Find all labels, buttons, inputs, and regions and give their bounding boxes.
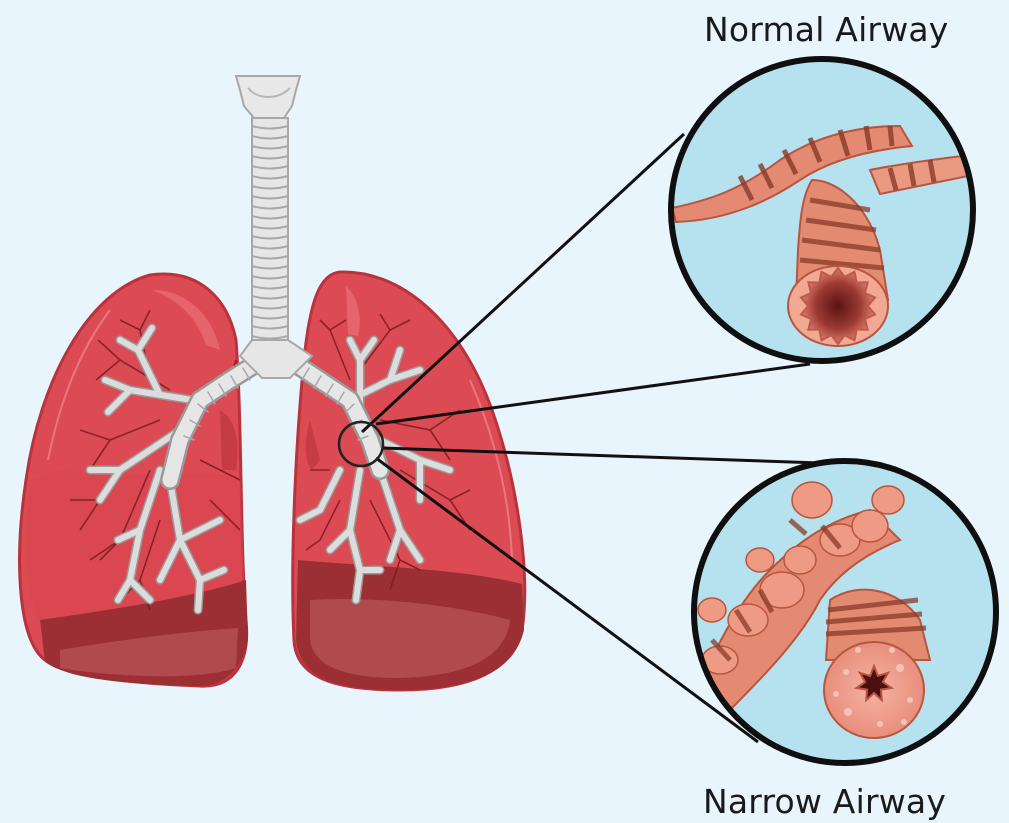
normal-airway-label: Normal Airway (704, 10, 949, 49)
left-lung (20, 274, 248, 686)
narrow-airway-label: Narrow Airway (703, 782, 946, 821)
narrow-airway-inset (694, 461, 996, 763)
trachea (236, 76, 312, 378)
normal-airway-inset (671, 59, 973, 361)
